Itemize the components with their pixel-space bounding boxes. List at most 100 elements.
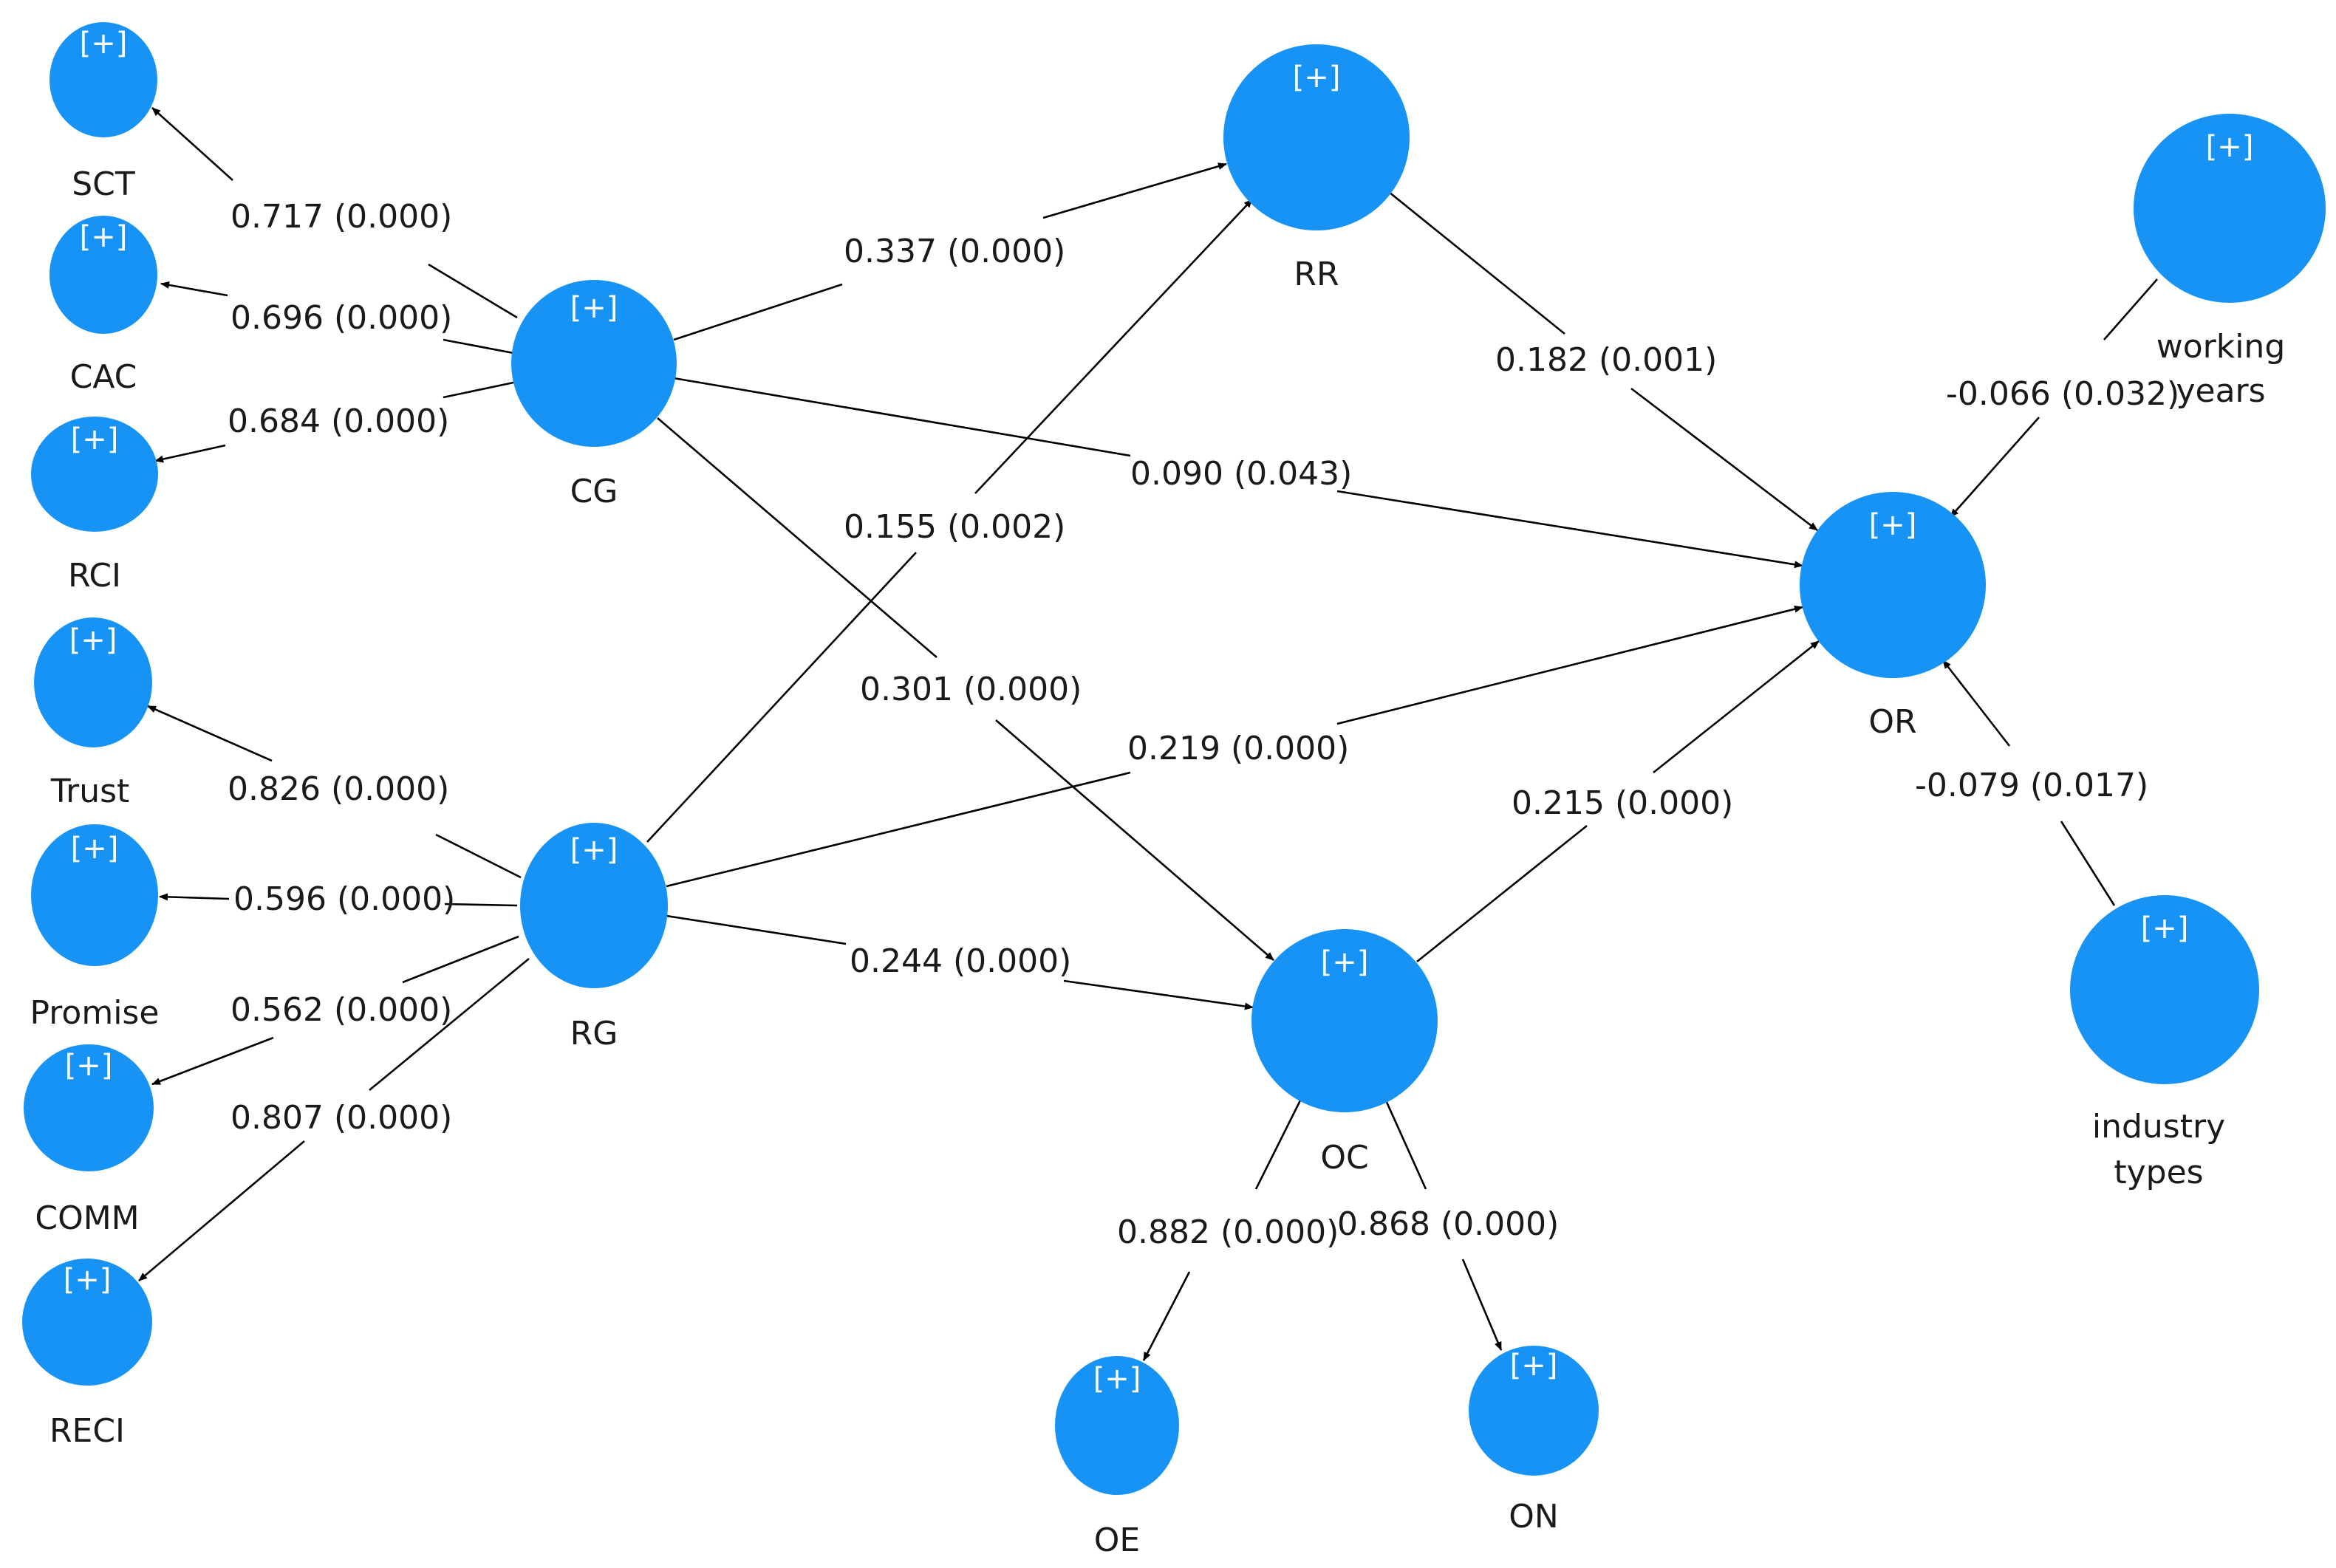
edge-label-industry-types-or: -0.079 (0.017) [1915, 767, 2148, 804]
node-cac[interactable]: [+] CAC [49, 216, 157, 396]
edge-label-cg-oc: 0.301 (0.000) [860, 671, 1082, 708]
edge-label-oc-or: 0.215 (0.000) [1512, 784, 1733, 822]
edge-rg-reci[interactable]: 0.807 (0.000) [138, 957, 530, 1281]
node-on-circle[interactable] [1469, 1346, 1599, 1476]
edge-cg-sct[interactable]: 0.717 (0.000) [151, 107, 518, 319]
expand-marker-sct[interactable]: [+] [80, 27, 128, 61]
node-label-industry-types-line1: industry [2092, 1108, 2225, 1146]
node-rci-circle[interactable] [31, 417, 158, 532]
node-rr[interactable]: [+] RR [1223, 44, 1410, 293]
edge-rg-trust[interactable]: 0.826 (0.000) [147, 705, 522, 879]
expand-marker-cac[interactable]: [+] [80, 220, 128, 254]
node-trust[interactable]: [+] Trust [34, 617, 152, 810]
node-comm[interactable]: [+] COMM [24, 1044, 154, 1237]
node-label-industry-types-line2: types [2114, 1154, 2203, 1191]
edge-label-working-years-or: -0.066 (0.032) [1946, 375, 2179, 413]
expand-marker-or[interactable]: [+] [1869, 508, 1917, 542]
edge-label-rg-promise: 0.596 (0.000) [233, 880, 455, 918]
edge-label-cg-or: 0.090 (0.043) [1130, 455, 1352, 493]
edge-label-cg-rci: 0.684 (0.000) [228, 403, 449, 440]
edge-industry-types-or[interactable]: -0.079 (0.017) [1915, 660, 2148, 906]
edge-label-oc-oe: 0.882 (0.000) [1117, 1213, 1339, 1251]
edge-rr-or[interactable]: 0.182 (0.001) [1388, 191, 1818, 532]
node-label-working-years-line2: years [2176, 372, 2265, 410]
edge-label-rg-reci: 0.807 (0.000) [230, 1099, 452, 1137]
node-sct[interactable]: [+] SCT [49, 22, 157, 203]
expand-marker-reci[interactable]: [+] [64, 1263, 112, 1297]
expand-marker-promise[interactable]: [+] [71, 832, 119, 866]
edge-oc-or[interactable]: 0.215 (0.000) [1416, 640, 1820, 963]
edge-rg-oc[interactable]: 0.244 (0.000) [666, 914, 1254, 1010]
node-label-comm: COMM [35, 1199, 139, 1237]
node-label-oc: OC [1320, 1139, 1368, 1177]
node-rci[interactable]: [+] RCI [31, 417, 158, 595]
edge-label-rg-or: 0.219 (0.000) [1127, 730, 1349, 767]
node-sct-circle[interactable] [49, 22, 157, 137]
node-on[interactable]: [+] ON [1469, 1346, 1599, 1536]
edge-label-oc-on: 0.868 (0.000) [1337, 1205, 1559, 1243]
edge-oc-oe[interactable]: 0.882 (0.000) [1117, 1097, 1339, 1361]
node-working-years[interactable]: [+] working years [2134, 114, 2326, 410]
expand-marker-on[interactable]: [+] [1510, 1349, 1558, 1383]
node-or[interactable]: [+] OR [1800, 492, 1986, 741]
node-cg-circle[interactable] [511, 280, 677, 447]
expand-marker-oc[interactable]: [+] [1321, 945, 1369, 979]
edge-rg-comm[interactable]: 0.562 (0.000) [151, 935, 519, 1086]
expand-marker-comm[interactable]: [+] [65, 1049, 113, 1083]
expand-marker-rci[interactable]: [+] [71, 422, 119, 456]
node-comm-circle[interactable] [24, 1044, 154, 1171]
node-label-on: ON [1509, 1498, 1559, 1536]
node-oc[interactable]: [+] OC [1251, 929, 1438, 1177]
nodes: [+] SCT [+] CAC [+] RCI [+] CG [+] Trust [22, 22, 2326, 1559]
edge-label-rg-trust: 0.826 (0.000) [228, 770, 449, 808]
edge-label-rg-rr: 0.155 (0.002) [844, 508, 1065, 546]
edge-label-cg-cac: 0.696 (0.000) [230, 299, 452, 337]
node-label-reci: RECI [49, 1412, 125, 1450]
edge-cg-rr[interactable]: 0.337 (0.000) [673, 162, 1227, 341]
node-promise[interactable]: [+] Promise [30, 824, 160, 1032]
node-label-cac: CAC [70, 358, 137, 396]
edge-cg-oc[interactable]: 0.301 (0.000) [657, 417, 1274, 961]
expand-marker-rg[interactable]: [+] [570, 833, 618, 867]
node-label-rci: RCI [68, 557, 121, 595]
node-working-years-circle[interactable] [2134, 114, 2326, 303]
node-promise-circle[interactable] [31, 824, 158, 966]
node-label-or: OR [1868, 703, 1916, 741]
node-oc-circle[interactable] [1251, 929, 1438, 1112]
node-rg-circle[interactable] [520, 823, 668, 988]
edge-rg-promise[interactable]: 0.596 (0.000) [159, 880, 518, 918]
expand-marker-industry-types[interactable]: [+] [2141, 911, 2189, 945]
node-label-cg: CG [570, 473, 618, 510]
edge-working-years-or[interactable]: -0.066 (0.032) [1946, 278, 2179, 518]
node-label-sct: SCT [72, 165, 135, 203]
edge-cg-or[interactable]: 0.090 (0.043) [673, 377, 1803, 569]
edge-label-cg-rr: 0.337 (0.000) [844, 233, 1065, 270]
edge-cg-cac[interactable]: 0.696 (0.000) [160, 281, 514, 355]
edge-rg-or[interactable]: 0.219 (0.000) [666, 605, 1803, 888]
node-reci-circle[interactable] [22, 1259, 152, 1386]
expand-marker-rr[interactable]: [+] [1293, 61, 1341, 95]
node-oe[interactable]: [+] OE [1055, 1356, 1179, 1559]
node-oe-circle[interactable] [1055, 1356, 1179, 1495]
node-cac-circle[interactable] [49, 216, 157, 334]
node-label-rg: RG [570, 1015, 618, 1052]
node-rg[interactable]: [+] RG [520, 823, 668, 1052]
node-industry-types[interactable]: [+] industry types [2070, 895, 2259, 1191]
node-or-circle[interactable] [1800, 492, 1986, 678]
node-rr-circle[interactable] [1223, 44, 1410, 230]
edge-label-rg-oc: 0.244 (0.000) [850, 942, 1071, 980]
edge-oc-on[interactable]: 0.868 (0.000) [1337, 1100, 1559, 1351]
edge-rg-rr[interactable]: 0.155 (0.002) [646, 199, 1253, 843]
expand-marker-oe[interactable]: [+] [1093, 1362, 1141, 1396]
edge-cg-rci[interactable]: 0.684 (0.000) [154, 381, 514, 463]
node-trust-circle[interactable] [34, 617, 152, 747]
expand-marker-trust[interactable]: [+] [69, 623, 117, 657]
expand-marker-working-years[interactable]: [+] [2206, 130, 2254, 164]
edge-label-rr-or: 0.182 (0.001) [1495, 341, 1717, 379]
expand-marker-cg[interactable]: [+] [570, 291, 618, 325]
edges: 0.717 (0.000) 0.696 (0.000) 0.684 (0.000… [138, 107, 2179, 1361]
node-industry-types-circle[interactable] [2070, 895, 2259, 1084]
node-reci[interactable]: [+] RECI [22, 1259, 152, 1450]
node-cg[interactable]: [+] CG [511, 280, 677, 510]
